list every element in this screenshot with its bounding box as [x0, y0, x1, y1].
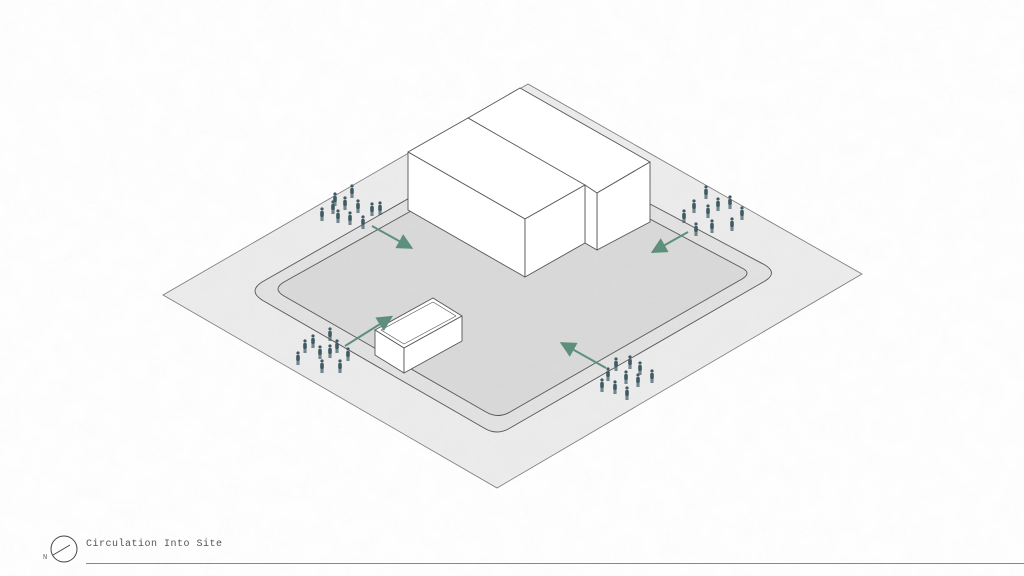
pedestrian-icon	[348, 211, 352, 225]
pedestrian-icon	[636, 373, 640, 387]
pedestrian-icon	[328, 327, 332, 341]
pedestrian-groups	[296, 184, 744, 400]
pedestrian-icon	[682, 209, 686, 223]
pedestrian-icon	[716, 197, 720, 211]
north-label: N	[43, 554, 48, 562]
pedestrian-icon	[303, 339, 307, 353]
arrow-southeast-entry	[559, 342, 607, 369]
arrow-northeast-entry	[650, 231, 689, 253]
pedestrian-icon	[333, 192, 337, 206]
pedestrian-icon	[361, 215, 365, 229]
arrow-northwest-entry	[371, 225, 414, 249]
pedestrian-icon	[370, 202, 374, 216]
pedestrian-icon	[346, 347, 350, 361]
building-main-block	[407, 117, 586, 278]
pedestrian-icon	[710, 219, 714, 233]
pedestrian-icon	[318, 345, 322, 359]
pedestrian-icon	[614, 357, 618, 371]
pedestrian-icon	[356, 199, 360, 213]
small-pavilion	[374, 297, 463, 374]
pedestrian-icon	[343, 196, 347, 210]
pedestrian-icon	[296, 351, 300, 365]
pedestrian-icon	[613, 380, 617, 394]
north-arrow-icon	[50, 535, 78, 563]
pedestrian-icon	[694, 222, 698, 236]
pedestrian-icon	[638, 361, 642, 375]
pedestrian-icon	[331, 200, 335, 214]
pedestrian-icon	[728, 195, 732, 209]
pedestrian-icon	[335, 339, 339, 353]
pedestrian-icon	[378, 201, 382, 215]
pedestrian-icon	[338, 359, 342, 373]
pedestrian-icon	[311, 334, 315, 348]
pedestrian-icon	[328, 344, 332, 358]
pedestrian-icon	[336, 209, 340, 223]
pedestrian-icon	[625, 386, 629, 400]
pedestrian-icon	[704, 185, 708, 199]
pedestrian-icon	[740, 206, 744, 220]
pedestrian-icon	[320, 359, 324, 373]
pedestrian-icon	[706, 204, 710, 218]
title-underline	[86, 563, 1024, 564]
pedestrian-icon	[650, 369, 654, 383]
pedestrian-icon	[692, 199, 696, 213]
pedestrian-icon	[350, 184, 354, 198]
pedestrian-icon	[600, 378, 604, 392]
pedestrian-icon	[628, 355, 632, 369]
pedestrian-icon	[320, 207, 324, 221]
pedestrian-icon	[606, 367, 610, 381]
pedestrian-icon	[730, 217, 734, 231]
pedestrian-icon	[624, 370, 628, 384]
building-rear-block	[467, 87, 651, 251]
circulation-arrows	[344, 225, 689, 369]
drawing-title: Circulation Into Site	[86, 539, 223, 550]
arrow-southwest-entry	[344, 315, 394, 347]
